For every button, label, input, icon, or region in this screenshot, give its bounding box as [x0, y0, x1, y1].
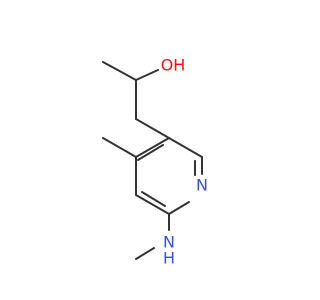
ring-bond-c3-c4 [135, 137, 170, 158]
ring-bond-c6-n1 [168, 201, 190, 215]
bond-carbinol-oxygen [135, 69, 159, 81]
bond-ring-methyl [102, 137, 137, 158]
bond-methyl-ethyl [102, 61, 137, 81]
ring-bond-c2-c3 [168, 137, 203, 158]
ring-nitrogen-label: N [196, 176, 208, 195]
bond-carbinol-ring [135, 118, 170, 139]
amine-nitrogen-label: N [163, 233, 175, 252]
amine-hydrogen-label: H [163, 249, 175, 268]
ring-bond-c5-c6-inner [141, 191, 166, 207]
hydroxyl-label: OH [161, 56, 186, 75]
ring-bond-c3-c4-inner [137, 144, 164, 161]
molecule-structure: OH N N H [102, 56, 208, 268]
ring-bond-c5-c6 [135, 194, 170, 215]
bond-amine-methyl [135, 247, 155, 260]
